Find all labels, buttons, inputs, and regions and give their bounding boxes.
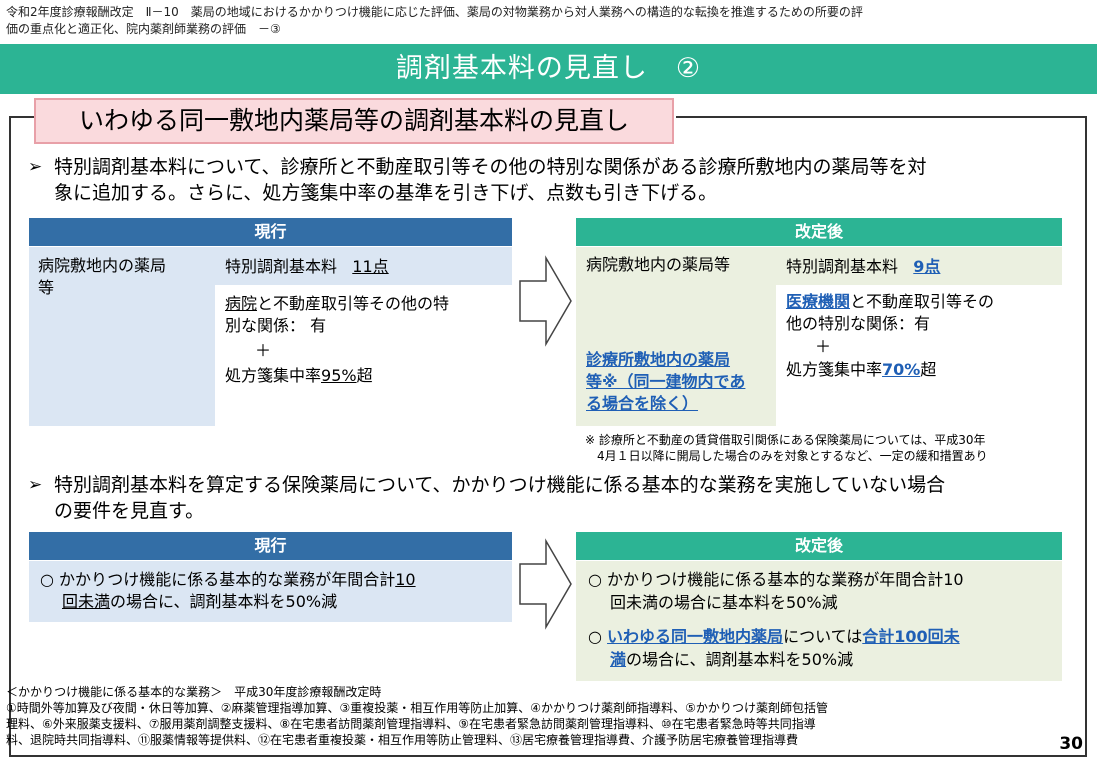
table1-revised-clinic-line1: 診療所敷地内の薬局 <box>586 350 731 369</box>
document-header-line-2: 価の重点化と適正化、院内薬剤師業務の評価 －③ <box>6 22 281 36</box>
table2-revised-item2-bullet: ○ <box>588 627 608 646</box>
bullet-point-1: ➢ 特別調剤基本料について、診療所と不動産取引等その他の特別な関係がある診療所敷… <box>24 154 1084 206</box>
section-title: いわゆる同一敷地内薬局等の調剤基本料の見直し <box>78 106 629 135</box>
page-title: 調剤基本料の見直し ② <box>395 53 702 84</box>
footer-line-4: 料、退院時共同指導料、⑪服薬情報等提供料、⑫在宅患者重複投薬・相互作用等防止管理… <box>6 733 799 747</box>
right-arrow-icon <box>519 255 572 347</box>
bullet-point-2: ➢ 特別調剤基本料を算定する保険薬局について、かかりつけ機能に係る基本的な業務を… <box>24 472 1084 524</box>
table1-current-plus: ＋ <box>255 341 272 360</box>
footer-line-2: ①時間外等加算及び夜間・休日等加算、②麻薬管理指導加算、③重複投薬・相互作用等防… <box>6 701 829 715</box>
table2-revised-item2-text: の場合に、調剤基本料を50%減 <box>626 650 854 669</box>
table2-revised-item2-count-end: 満 <box>610 650 627 669</box>
table2-revised-item2-line1: ○ いわゆる同一敷地内薬局については合計100回未 <box>588 627 960 647</box>
bullet-1-line-1: 特別調剤基本料について、診療所と不動産取引等その他の特別な関係がある診療所敷地内… <box>54 156 927 178</box>
section-title-box: いわゆる同一敷地内薬局等の調剤基本料の見直し <box>34 98 674 144</box>
table1-current-cond-rest: と不動産取引等その他の特 <box>257 294 450 313</box>
table2-revised-item2-mid: については <box>783 627 863 646</box>
table1-revised-cond-line1: 医療機関と不動産取引等その <box>786 292 994 312</box>
table2-revised-header: 改定後 <box>576 532 1062 560</box>
right-arrow-icon <box>519 538 572 630</box>
table1-revised-condition-cell <box>776 285 1062 426</box>
table1-current-fee-label: 特別調剤基本料 <box>225 257 338 276</box>
table2-current-line1: ○ かかりつけ機能に係る基本的な業務が年間合計10 <box>40 570 416 590</box>
bullet-2-line-1: 特別調剤基本料を算定する保険薬局について、かかりつけ機能に係る基本的な業務を実施… <box>54 474 946 496</box>
table2-current-line2: 回未満の場合に、調剤基本料を50%減 <box>62 592 337 612</box>
table2-current-line1-text: ○ かかりつけ機能に係る基本的な業務が年間合計 <box>40 570 396 589</box>
bullet-arrow-icon: ➢ <box>28 475 43 495</box>
title-bar: 調剤基本料の見直し ② <box>0 44 1097 94</box>
table2-current-body <box>29 561 512 622</box>
frame-top-left <box>9 116 35 118</box>
table1-revised-cond-rest: と不動産取引等その <box>850 292 995 311</box>
table1-current-rate-value: 95% <box>321 366 357 385</box>
bullet-1-line-2: 象に追加する。さらに、処方箋集中率の基準を引き下げ、点数も引き下げる。 <box>54 182 718 204</box>
table1-current-cond-hospital: 病院 <box>225 294 258 313</box>
table1-note-line2: 4月１日以降に開局した場合のみを対象とするなど、一定の緩和措置あり <box>597 449 988 463</box>
table1-revised-rate: 処方箋集中率70%超 <box>786 360 936 380</box>
table1-revised-cond-line2: 他の特別な関係：有 <box>786 314 931 333</box>
table1-current-cond-line2: 別な関係： 有 <box>225 316 327 335</box>
table2-current-line1-count: 10 <box>395 570 416 589</box>
table1-revised-header: 改定後 <box>576 218 1062 246</box>
footer-line-3: 理料、⑥外来服薬支援料、⑦服用薬剤調整支援料、⑧在宅患者訪問薬剤管理指導料、⑨在… <box>6 717 816 731</box>
bullet-2-line-2: の要件を見直す。 <box>54 500 205 522</box>
table1-revised-fee-value: 9点 <box>913 257 941 276</box>
page-number: 30 <box>1059 734 1083 754</box>
table1-current-fee-value: 11点 <box>352 257 389 276</box>
table1-revised-cond-institution: 医療機関 <box>786 292 851 311</box>
table1-current-header: 現行 <box>29 218 512 246</box>
table2-revised-item2-pharmacy: いわゆる同一敷地内薬局 <box>607 627 784 646</box>
table1-revised-rate-prefix: 処方箋集中率 <box>786 360 883 379</box>
table2-revised-item2-line2: 満の場合に、調剤基本料を50%減 <box>610 650 853 670</box>
table1-current-condition-cell <box>215 285 512 426</box>
document-header-line-1: 令和2年度診療報酬改定 Ⅱ－10 薬局の地域におけるかかりつけ機能に応じた評価、… <box>6 5 863 19</box>
table2-revised-body <box>576 561 1062 681</box>
table1-current-left-line2: 等 <box>38 278 55 297</box>
content-frame <box>9 116 1087 757</box>
table1-current-cond-line1: 病院と不動産取引等その他の特 <box>225 294 449 314</box>
table1-revised-fee-label: 特別調剤基本料 <box>786 257 899 276</box>
table1-note-line1: ※ 診療所と不動産の賃貸借取引関係にある保険薬局については、平成30年 <box>585 433 986 447</box>
bullet-arrow-icon: ➢ <box>28 157 43 177</box>
table1-revised-rate-value: 70% <box>882 360 921 379</box>
table2-revised-item2-count: 合計100回未 <box>862 627 960 646</box>
table1-revised-rate-suffix: 超 <box>920 360 937 379</box>
table1-revised-clinic-line2: 等※（同一建物内であ <box>586 372 746 391</box>
table2-revised-item1-line2: 回未満の場合に基本料を50%減 <box>610 593 838 612</box>
table1-current-rate: 処方箋集中率95%超 <box>225 366 373 386</box>
footer-line-1: ＜かかりつけ機能に係る基本的な業務＞ 平成30年度診療報酬改定時 <box>6 685 382 699</box>
table1-revised-fee: 特別調剤基本料 9点 <box>786 257 940 277</box>
table1-revised-left-line1: 病院敷地内の薬局等 <box>586 255 731 274</box>
table1-current-rate-prefix: 処方箋集中率 <box>225 366 322 385</box>
table1-revised-plus: ＋ <box>815 337 832 356</box>
table2-revised-item1-line1: ○ かかりつけ機能に係る基本的な業務が年間合計10 <box>588 570 964 589</box>
table1-current-rate-suffix: 超 <box>356 366 373 385</box>
table1-current-fee: 特別調剤基本料 11点 <box>225 257 389 277</box>
table1-current-left-line1: 病院敷地内の薬局 <box>38 256 167 275</box>
table2-current-line2-text: の場合に、調剤基本料を50%減 <box>110 592 338 611</box>
table2-current-line2-underline: 回未満 <box>62 592 111 611</box>
table1-revised-clinic-line3: る場合を除く） <box>586 394 699 413</box>
table2-current-header: 現行 <box>29 532 512 560</box>
frame-top-right <box>676 116 1087 118</box>
